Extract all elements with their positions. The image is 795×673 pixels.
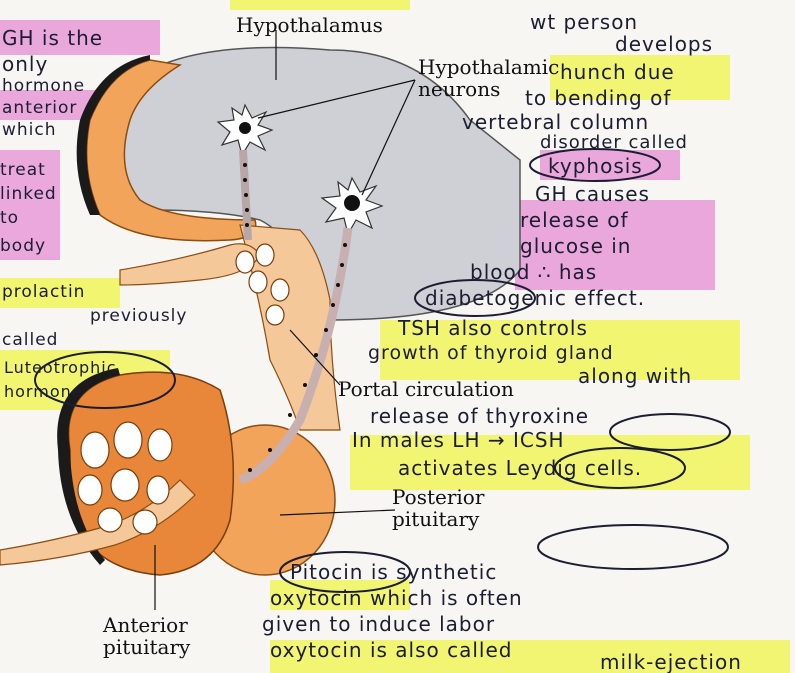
note-right-18: Pitocin is synthetic [290,560,497,584]
note-right-6: kyphosis [548,154,643,178]
note-left-9: prolactin [2,282,85,302]
note-left-2: hormone [2,76,85,96]
note-left-4: which [2,120,57,140]
note-right-13: growth of thyroid gland [368,342,614,364]
label-hypothalamus: Hypothalamus [236,14,383,36]
note-left-7: to [0,208,19,228]
note-right-20: given to induce labor [262,612,495,636]
note-left-5: treat [0,160,46,180]
note-left-1: only [2,52,48,76]
note-left-10: previously [90,306,187,326]
label-portal-circulation: Portal circulation [338,378,514,400]
label-posterior-pituitary: Posterior pituitary [392,486,522,530]
note-right-14: along with [578,364,692,388]
note-right-11: diabetogenic effect. [425,286,645,310]
note-right-7: GH causes [535,182,650,206]
note-right-12: TSH also controls [398,316,588,340]
label-anterior-pituitary: Anterior pituitary [103,614,223,658]
highlight-yellow-top [230,0,410,10]
note-right-5: disorder called [540,132,688,153]
note-right-21: oxytocin is also called [270,638,512,662]
note-right-9: glucose in [520,234,631,258]
note-left-13: hormone [4,382,83,401]
note-right-3: to bending of [525,86,671,110]
note-right-0: wt person [530,10,638,34]
note-left-11: called [2,330,58,350]
note-left-12: Luteotrophic [4,358,117,377]
note-right-16: In males LH → ICSH [352,428,565,452]
note-right-4: vertebral column [462,110,649,134]
note-right-17: activates Leydig cells. [398,456,642,480]
note-left-6: linked [0,184,57,204]
note-right-22: milk-ejection [600,650,742,673]
note-right-15: release of thyroxine [370,404,589,428]
note-left-0: GH is the [2,26,103,50]
note-right-8: release of [520,208,629,232]
note-right-19: oxytocin which is often [270,586,523,610]
note-right-2: hunch due [560,60,675,84]
note-right-10: blood ∴ has [470,260,597,284]
note-right-1: develops [615,32,713,56]
note-left-8: body [0,236,46,256]
note-left-3: anterior [2,98,77,118]
